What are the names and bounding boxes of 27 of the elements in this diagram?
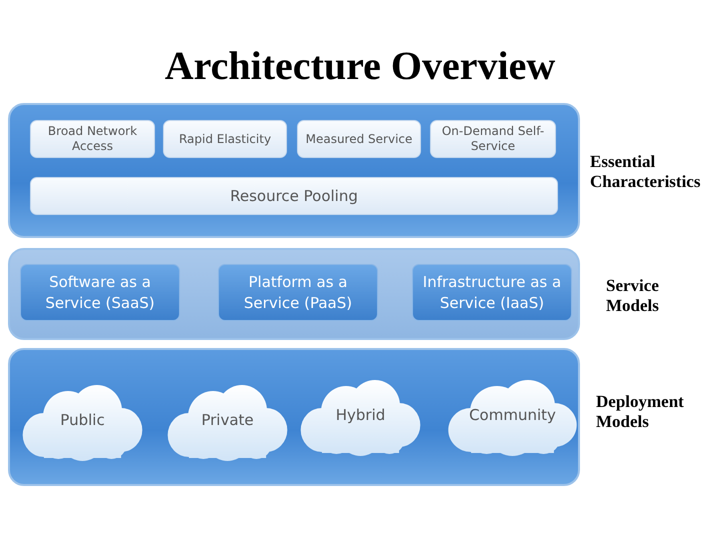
cloud-label: Public bbox=[60, 411, 105, 429]
box-label: Infrastructure as a Service (IaaS) bbox=[422, 272, 562, 314]
cloud-label: Community bbox=[469, 406, 556, 424]
box-label: Platform as a Service (PaaS) bbox=[242, 272, 354, 314]
cloud-label: Private bbox=[201, 411, 254, 429]
box-label: Measured Service bbox=[306, 132, 412, 146]
box-label: Software as a Service (SaaS) bbox=[44, 272, 156, 314]
layer-heading: Deployment Models bbox=[596, 392, 685, 432]
layer-panel bbox=[8, 248, 580, 340]
layer-panel bbox=[8, 103, 580, 238]
feature-box bbox=[430, 120, 556, 158]
feature-box bbox=[218, 264, 378, 321]
layer-heading: Service Models bbox=[606, 276, 660, 316]
box-label: Broad Network Access bbox=[46, 124, 138, 154]
feature-box bbox=[30, 120, 155, 158]
layer-panel bbox=[8, 348, 580, 486]
box-label: On-Demand Self-Service bbox=[440, 124, 546, 154]
box-label: Resource Pooling bbox=[230, 186, 358, 206]
feature-box bbox=[297, 120, 421, 158]
feature-box bbox=[20, 264, 180, 321]
cloud-label: Hybrid bbox=[336, 406, 386, 424]
feature-box bbox=[412, 264, 572, 321]
feature-box bbox=[163, 120, 287, 158]
feature-box bbox=[30, 177, 558, 215]
box-label: Rapid Elasticity bbox=[178, 132, 272, 146]
layer-heading: Essential Characteristics bbox=[590, 152, 702, 192]
title: Architecture Overview bbox=[164, 42, 556, 89]
